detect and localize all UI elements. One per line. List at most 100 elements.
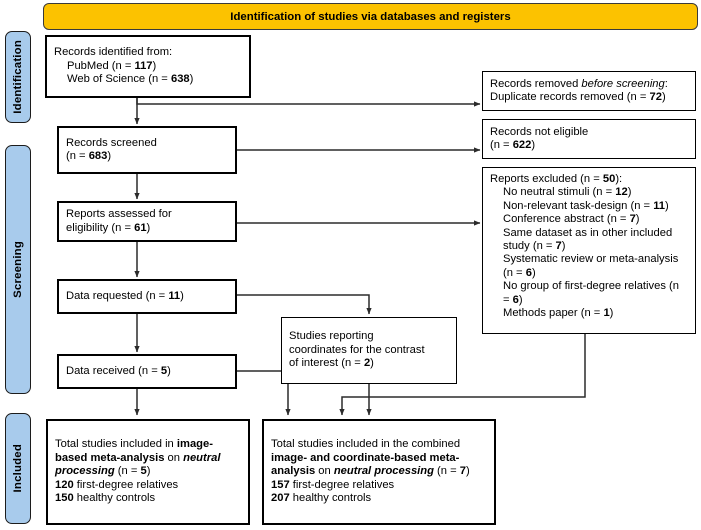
combined-relatives-count: 157 [271,478,290,491]
records-removed-line2: Duplicate records removed (n = 72) [490,91,688,104]
records-screened-line1: Records screened [66,136,157,149]
stage-label-screening: Screening [5,145,31,394]
box-reports-excluded: Reports excluded (n = 50): No neutral st… [482,167,696,334]
reports-excluded-label: Reports excluded (n = [490,173,603,185]
reports-assessed-count: 61 [134,221,147,234]
exclusion-reason-4-close: ) [531,266,536,279]
exclusion-reason-5-count: 6 [512,293,519,306]
image-based-seg1: Total studies included in [55,438,177,451]
combined-n-count: 7 [459,465,466,478]
exclusion-reason-6-close: ) [609,307,614,320]
exclusion-reason-5-close: ) [518,293,523,306]
data-received-count: 5 [160,364,168,377]
records-removed-colon: : [664,77,668,90]
image-based-contrast: neutral processing [55,451,221,478]
exclusion-reason-5: No group of first-degree relatives (n = … [490,280,688,307]
combined-seg3: on [315,465,334,478]
combined-seg1: Total studies included in the combined [271,438,461,451]
combined-relatives-label: first-degree relatives [289,478,395,491]
box-reports-assessed: Reports assessed for eligibility (n = 61… [57,201,237,242]
combined-controls-label: healthy controls [289,492,372,505]
image-based-relatives-count: 120 [55,478,74,491]
wos-close: ) [189,73,194,86]
exclusion-reason-2-close: ) [635,213,640,226]
included-image-based-controls: 150 healthy controls [55,492,241,505]
pubmed-label: PubMed (n = [67,59,135,72]
stage-included-text: Included [12,444,24,493]
stage-screening-text: Screening [12,241,24,298]
wos-count: 638 [170,73,190,86]
data-received-label: Data received (n = [66,364,161,377]
image-based-controls-label: healthy controls [73,492,156,505]
image-based-method: image-based meta-analysis [55,438,213,464]
exclusion-reason-2-label: Conference abstract (n = [503,213,630,226]
stage-identification-text: Identification [12,40,24,114]
exclusion-reason-3-close: ) [561,240,566,253]
exclusion-reason-2: Conference abstract (n = 7) [490,213,688,226]
records-not-eligible-line1: Records not eligible [490,125,589,138]
records-identified-wos: Web of Science (n = 638) [54,73,242,86]
data-received-line1: Data received (n = 5) [66,365,228,378]
data-requested-count: 11 [168,289,181,302]
image-based-n-close: ) [146,465,151,478]
box-included-image-based: Total studies included in image-based me… [46,419,250,525]
records-screened-line2: (n = 683) [66,150,228,163]
reports-assessed-close: ) [146,221,151,234]
exclusion-reason-6-count: 1 [603,307,610,320]
exclusion-reason-0-label: No neutral stimuli (n = [503,186,616,199]
included-combined-relatives: 157 first-degree relatives [271,479,487,492]
box-records-identified: Records identified from: PubMed (n = 117… [45,35,251,98]
exclusion-reason-4: Systematic review or meta-analysis (n = … [490,253,688,280]
records-identified-line1: Records identified from: [54,46,173,59]
stage-label-included: Included [5,413,31,524]
studies-coordinates-line2: coordinates for the contrast [289,343,425,356]
studies-coordinates-label: of interest (n = [289,357,364,370]
exclusion-reason-6-label: Methods paper (n = [503,307,604,320]
image-based-seg3: on [164,451,184,464]
box-records-screened: Records screened (n = 683) [57,126,237,174]
records-identified-pubmed: PubMed (n = 117) [54,60,242,73]
records-not-eligible-line2: (n = 622) [490,139,688,152]
image-based-n-label: (n = [114,465,141,478]
reports-assessed-line2: eligibility (n = 61) [66,222,228,235]
box-records-removed: Records removed before screening: Duplic… [482,71,696,111]
combined-n-close: ) [465,465,470,478]
reports-assessed-label: eligibility (n = [66,221,135,234]
box-included-combined: Total studies included in the combined i… [262,419,496,525]
reports-excluded-close: ): [615,173,623,185]
image-based-n-count: 5 [140,465,147,478]
exclusion-reason-0: No neutral stimuli (n = 12) [490,186,688,199]
box-data-requested: Data requested (n = 11) [57,279,237,314]
included-image-based-relatives: 120 first-degree relatives [55,479,241,492]
studies-coordinates-line1: Studies reporting [289,330,374,343]
banner-identification-of-studies: Identification of studies via databases … [43,3,698,30]
included-image-based-summary: Total studies included in image-based me… [55,438,241,478]
banner-title: Identification of studies via databases … [230,10,511,23]
duplicates-label: Duplicate records removed (n = [490,91,650,103]
included-combined-controls: 207 healthy controls [271,492,487,505]
pubmed-count: 117 [134,59,153,72]
not-eligible-label: (n = [490,139,513,151]
wos-label: Web of Science (n = [67,73,171,86]
box-studies-reporting-coordinates: Studies reporting coordinates for the co… [281,317,457,384]
exclusion-reason-1-label: Non-relevant task-design (n = [503,199,654,212]
exclusion-reason-1: Non-relevant task-design (n = 11) [490,200,688,213]
exclusion-reason-3-label: Same dataset as in other included study … [503,226,673,253]
data-requested-label: Data requested (n = [66,289,169,302]
not-eligible-close: ) [531,139,536,151]
stage-label-identification: Identification [5,31,31,123]
records-screened-label: (n = [66,150,89,162]
exclusion-reason-2-count: 7 [629,213,636,226]
reports-assessed-line1: Reports assessed for [66,208,172,221]
included-combined-summary: Total studies included in the combined i… [271,438,487,478]
exclusion-reason-3: Same dataset as in other included study … [490,227,688,254]
exclusion-reason-3-count: 7 [555,240,562,253]
records-removed-emphasis: before screening [581,77,665,90]
combined-controls-count: 207 [271,492,290,505]
exclusion-reason-0-count: 12 [615,186,628,199]
studies-coordinates-count: 2 [363,357,371,370]
exclusion-reason-0-close: ) [627,186,632,199]
image-based-relatives-label: first-degree relatives [73,478,179,491]
records-removed-prefix: Records removed [490,77,582,90]
